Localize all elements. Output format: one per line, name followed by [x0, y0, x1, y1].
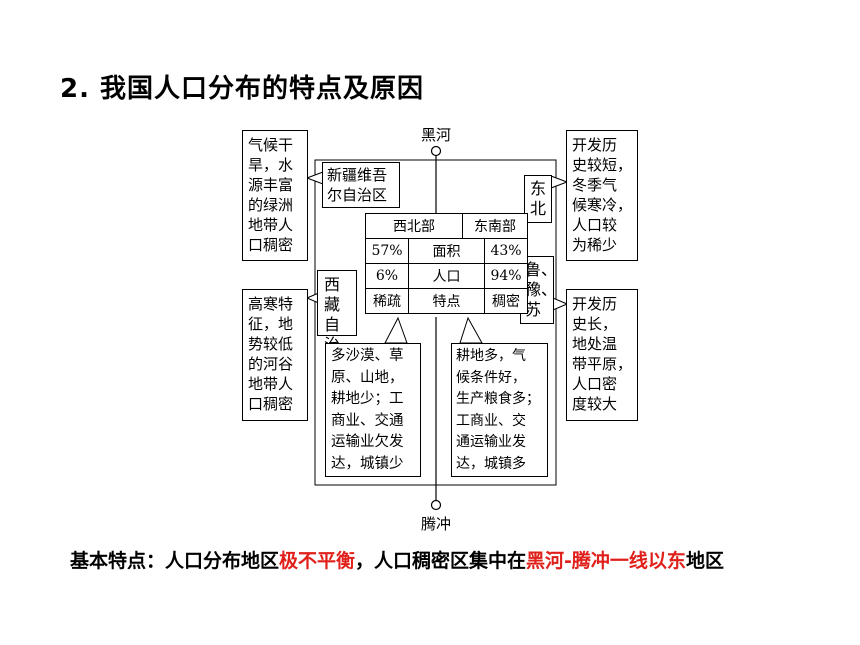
summary-highlight-unbalanced: 极不平衡 — [279, 550, 356, 572]
table-cell: 6% — [365, 263, 409, 289]
note-line: 势较低 — [248, 335, 294, 353]
reason-southeast: 耕地多，气 候条件好， 生产粮食多； 工商业、交 通运输业发 达，城镇多 — [451, 343, 548, 477]
reason-line: 耕地多，气 — [456, 348, 526, 364]
note-line: 人口较 — [572, 216, 618, 234]
table-row: 西北部 东南部 — [365, 213, 528, 239]
reason-line: 多沙漠、草 — [331, 348, 404, 364]
note-line: 口稠密 — [248, 236, 294, 254]
reason-line: 通运输业发 — [456, 434, 526, 450]
region-line: 鲁、 — [525, 260, 558, 279]
note-line: 高寒特 — [248, 295, 294, 313]
table-cell: 94% — [484, 263, 528, 289]
note-line: 气候干 — [248, 136, 294, 154]
heihe-marker — [430, 145, 442, 157]
callout-northeast — [550, 175, 569, 189]
region-line: 东 — [529, 179, 546, 198]
note-tibet: 高寒特 征，地 势较低 的河谷 地带人 口稠密 — [242, 289, 308, 421]
note-line: 的河谷 — [248, 355, 294, 373]
table-cell: 43% — [484, 238, 528, 264]
summary-middle: ，人口稠密区集中在 — [355, 550, 527, 572]
table-cell: 稠密 — [484, 288, 528, 314]
note-line: 源丰富 — [248, 176, 294, 194]
table-cell: 稀疏 — [365, 288, 409, 314]
note-line: 旱，水 — [248, 156, 294, 174]
note-line: 口稠密 — [248, 395, 294, 413]
table-row: 稀疏 特点 稠密 — [365, 288, 528, 314]
heihe-label: 黑河 — [421, 126, 452, 144]
region-xinjiang: 新疆维吾 尔自治区 — [322, 162, 400, 208]
note-line: 冬季气 — [572, 176, 618, 194]
reason-line: 耕地少；工 — [331, 391, 404, 407]
region-line: 豫、 — [525, 280, 558, 299]
region-line: 苏 — [525, 300, 542, 319]
note-line: 地带人 — [248, 216, 294, 234]
note-line: 为稀少 — [572, 236, 618, 254]
tengchong-marker — [430, 499, 442, 511]
page-title: 2. 我国人口分布的特点及原因 — [60, 74, 425, 104]
comparison-table: 西北部 东南部 57% 面积 43% 6% 人口 94% 稀疏 特点 稠密 — [365, 213, 528, 314]
note-line: 开发历 — [572, 136, 618, 154]
reason-line: 运输业欠发 — [331, 434, 404, 450]
reason-northwest: 多沙漠、草 原、山地， 耕地少；工 商业、交通 运输业欠发 达，城镇少 — [325, 343, 421, 477]
reason-line: 生产粮食多； — [456, 391, 540, 407]
region-line: 北 — [529, 199, 546, 218]
note-line: 带平原， — [572, 355, 633, 373]
region-northeast: 东 北 — [524, 175, 552, 223]
summary-highlight-line: 黑河-腾冲一线以东 — [526, 550, 686, 572]
reason-line: 商业、交通 — [331, 412, 404, 429]
summary-suffix: 地区 — [685, 550, 724, 572]
note-line: 候寒冷， — [572, 196, 633, 214]
region-line: 新疆维吾 — [327, 166, 388, 184]
table-header-northwest: 西北部 — [365, 213, 463, 239]
table-header-southeast: 东南部 — [462, 213, 528, 239]
table-cell: 特点 — [408, 288, 485, 314]
note-line: 度较大 — [572, 395, 618, 413]
table-row: 6% 人口 94% — [365, 263, 528, 289]
note-line: 地带人 — [248, 375, 294, 393]
region-line: 西藏 — [324, 275, 341, 314]
note-line: 史较短， — [572, 156, 633, 174]
table-cell: 人口 — [408, 263, 485, 289]
note-line: 人口密 — [572, 375, 618, 393]
tengchong-label: 腾冲 — [421, 515, 452, 533]
note-northeast: 开发历 史较短， 冬季气 候寒冷， 人口较 为稀少 — [566, 130, 638, 261]
pointer-west-reason — [384, 316, 408, 344]
note-luyusu: 开发历 史长， 地处温 带平原， 人口密 度较大 — [566, 289, 638, 421]
note-line: 开发历 — [572, 295, 618, 313]
note-line: 史长， — [572, 315, 618, 333]
reason-line: 达，城镇多 — [456, 455, 526, 472]
note-line: 的绿洲 — [248, 196, 294, 214]
region-line: 尔自治区 — [327, 186, 388, 204]
summary-prefix: 基本特点：人口分布地区 — [70, 550, 280, 572]
note-line: 征，地 — [248, 315, 294, 333]
reason-line: 候条件好， — [456, 369, 526, 386]
region-tibet: 西藏 自治 区 — [317, 270, 357, 374]
note-line: 地处温 — [572, 335, 618, 353]
note-xinjiang: 气候干 旱，水 源丰富 的绿洲 地带人 口稠密 — [242, 130, 308, 261]
pointer-east-reason — [459, 316, 483, 344]
table-row: 57% 面积 43% — [365, 238, 528, 264]
reason-line: 原、山地， — [331, 369, 404, 386]
reason-line: 达，城镇少 — [331, 455, 404, 472]
table-cell: 面积 — [408, 238, 485, 264]
table-cell: 57% — [365, 238, 409, 264]
callout-luyusu — [552, 297, 569, 311]
summary-text: 基本特点：人口分布地区极不平衡，人口稠密区集中在黑河-腾冲一线以东地区 — [70, 546, 724, 573]
reason-line: 工商业、交 — [456, 412, 526, 429]
